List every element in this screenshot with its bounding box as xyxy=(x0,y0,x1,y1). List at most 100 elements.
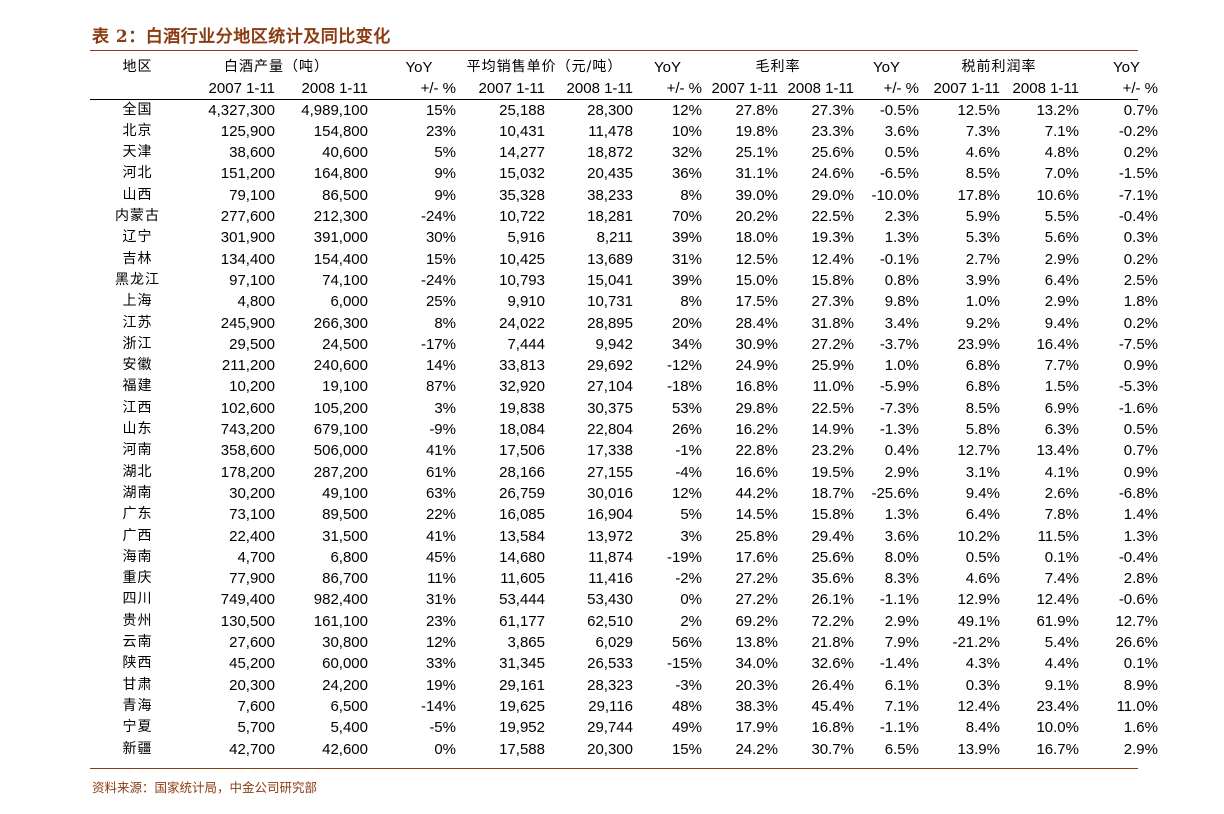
pretax-margin-2008-cell: 2.6% xyxy=(1044,484,1079,502)
production-2008-cell: 30,800 xyxy=(322,634,368,652)
pretax-margin-2007-cell: 13.9% xyxy=(957,740,1000,758)
price-2007-cell: 17,506 xyxy=(499,442,545,460)
production-yoy-header: YoY xyxy=(405,59,433,76)
price-2007-cell: 53,444 xyxy=(499,591,545,609)
production-yoy-cell: 12% xyxy=(425,634,456,652)
gross-margin-2007-cell: 16.2% xyxy=(735,421,778,439)
price-2008-cell: 26,533 xyxy=(587,655,633,673)
gross-margin-2007-cell: 29.8% xyxy=(735,399,778,417)
price-2007-cell: 26,759 xyxy=(499,484,545,502)
gross-margin-2007-cell: 39.0% xyxy=(735,186,778,204)
gross-margin-2007-cell: 15.0% xyxy=(735,271,778,289)
production-2007-cell: 30,200 xyxy=(229,484,275,502)
price-yoy-cell: 3% xyxy=(680,527,702,545)
region-cell: 河南 xyxy=(122,442,153,459)
gross-margin-header: 毛利率 xyxy=(755,59,801,75)
gross-margin-yoy-cell: 1.3% xyxy=(884,229,919,247)
price-yoy-cell: 34% xyxy=(671,335,702,353)
gross-margin-2008-subheader: 2008 1-11 xyxy=(787,80,854,98)
gross-margin-2008-cell: 14.9% xyxy=(811,421,854,439)
pretax-margin-2008-cell: 16.7% xyxy=(1036,740,1079,758)
pretax-margin-2008-subheader: 2008 1-11 xyxy=(1012,80,1079,98)
region-cell: 贵州 xyxy=(122,612,153,629)
price-yoy-cell: 48% xyxy=(671,697,702,715)
price-2008-cell: 18,281 xyxy=(587,208,633,226)
price-2008-cell: 20,300 xyxy=(587,740,633,758)
production-2007-cell: 125,900 xyxy=(220,122,275,140)
pretax-margin-2008-cell: 5.4% xyxy=(1044,634,1079,652)
pretax-margin-2007-cell: 12.5% xyxy=(957,101,1000,119)
pretax-margin-2008-cell: 9.1% xyxy=(1044,676,1079,694)
production-yoy-cell: 23% xyxy=(425,612,456,630)
header-row-periods: 2007 1-11 2008 1-11 +/- % 2007 1-11 2008… xyxy=(90,78,1158,99)
pretax-margin-2007-cell: 9.4% xyxy=(965,484,1000,502)
gross-margin-yoy-cell: 7.1% xyxy=(884,697,919,715)
gross-margin-2008-cell: 27.2% xyxy=(811,335,854,353)
price-2007-cell: 35,328 xyxy=(499,186,545,204)
price-2007-cell: 13,584 xyxy=(499,527,545,545)
price-2008-cell: 11,416 xyxy=(588,570,633,588)
price-2007-cell: 25,188 xyxy=(499,101,545,119)
pretax-margin-2008-cell: 11.5% xyxy=(1037,527,1079,545)
gross-margin-2008-cell: 15.8% xyxy=(811,271,854,289)
price-2008-cell: 13,972 xyxy=(587,527,633,545)
price-yoy-cell: 5% xyxy=(680,506,702,524)
gross-margin-2007-cell: 69.2% xyxy=(735,612,778,630)
pretax-margin-2007-cell: 7.3% xyxy=(965,122,1000,140)
region-cell: 甘肃 xyxy=(122,676,153,693)
production-yoy-cell: 11% xyxy=(427,570,456,588)
pretax-margin-2008-cell: 7.7% xyxy=(1044,357,1079,375)
pretax-margin-yoy-cell: -5.3% xyxy=(1118,378,1158,396)
pretax-margin-2008-cell: 13.2% xyxy=(1036,101,1079,119)
production-2007-cell: 77,900 xyxy=(229,570,275,588)
region-header: 地区 xyxy=(122,59,153,75)
pretax-margin-2008-cell: 4.1% xyxy=(1044,463,1079,481)
production-2008-cell: 4,989,100 xyxy=(301,101,368,119)
region-cell: 四川 xyxy=(122,591,153,608)
production-2008-cell: 161,100 xyxy=(313,612,368,630)
gross-margin-2008-cell: 15.8% xyxy=(811,506,854,524)
price-yoy-cell: 31% xyxy=(671,250,702,268)
gross-margin-yoy-cell: 6.5% xyxy=(884,740,919,758)
price-yoy-cell: -15% xyxy=(666,655,702,673)
production-2008-cell: 74,100 xyxy=(322,271,368,289)
production-2007-cell: 5,700 xyxy=(237,719,275,737)
pretax-margin-2007-cell: 23.9% xyxy=(957,335,1000,353)
pretax-margin-2007-cell: 4.3% xyxy=(965,655,1000,673)
production-2007-cell: 42,700 xyxy=(229,740,275,758)
price-2007-cell: 28,166 xyxy=(499,463,545,481)
price-2007-cell: 24,022 xyxy=(499,314,545,332)
production-yoy-cell: 87% xyxy=(425,378,456,396)
production-2008-cell: 31,500 xyxy=(322,527,368,545)
production-2007-cell: 79,100 xyxy=(229,186,275,204)
gross-margin-2007-cell: 25.1% xyxy=(735,144,778,162)
gross-margin-2007-cell: 20.2% xyxy=(735,208,778,226)
pretax-margin-2008-cell: 6.3% xyxy=(1044,421,1079,439)
price-yoy-cell: 10% xyxy=(671,122,702,140)
pretax-margin-2008-cell: 4.8% xyxy=(1044,144,1079,162)
price-yoy-cell: 0% xyxy=(680,591,702,609)
production-2008-cell: 86,500 xyxy=(322,186,368,204)
pretax-margin-2008-cell: 7.0% xyxy=(1044,165,1079,183)
region-cell: 内蒙古 xyxy=(115,208,160,225)
pretax-margin-yoy-header: YoY xyxy=(1113,59,1140,76)
gross-margin-yoy-cell: 3.6% xyxy=(884,122,919,140)
production-yoy-cell: 61% xyxy=(425,463,456,481)
pretax-margin-2007-cell: 1.0% xyxy=(965,293,1000,311)
region-cell: 吉林 xyxy=(122,250,153,267)
pretax-margin-2007-cell: 3.1% xyxy=(965,463,1000,481)
pretax-margin-2007-cell: 0.5% xyxy=(965,548,1000,566)
production-yoy-cell: 3% xyxy=(434,399,456,417)
price-yoy-cell: 2% xyxy=(680,612,702,630)
pretax-margin-2008-cell: 12.4% xyxy=(1036,591,1079,609)
production-2008-cell: 105,200 xyxy=(313,399,368,417)
price-yoy-cell: 70% xyxy=(671,208,702,226)
production-yoy-cell: 19% xyxy=(425,676,456,694)
pretax-margin-yoy-cell: 12.7% xyxy=(1115,612,1158,630)
gross-margin-2007-cell: 28.4% xyxy=(735,314,778,332)
